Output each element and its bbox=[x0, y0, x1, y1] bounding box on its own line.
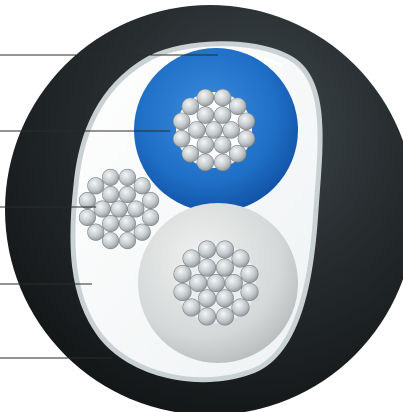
copper-strand bbox=[119, 169, 135, 185]
copper-strand bbox=[119, 232, 135, 248]
copper-strand bbox=[188, 122, 205, 139]
copper-strand bbox=[189, 274, 206, 291]
copper-strand bbox=[142, 209, 158, 225]
copper-strand bbox=[241, 265, 258, 282]
copper-strand bbox=[229, 98, 246, 115]
copper-strand bbox=[128, 201, 144, 217]
copper-strand bbox=[229, 145, 246, 162]
copper-strand bbox=[79, 192, 95, 208]
copper-strand bbox=[206, 122, 223, 139]
copper-strand bbox=[111, 201, 127, 217]
copper-strand bbox=[198, 259, 215, 276]
copper-strand bbox=[238, 113, 255, 130]
copper-strand bbox=[102, 215, 118, 231]
copper-strand bbox=[134, 178, 150, 194]
copper-strand bbox=[216, 259, 233, 276]
copper-strand bbox=[197, 136, 214, 153]
copper-strand bbox=[197, 89, 214, 106]
copper-strand bbox=[238, 130, 255, 147]
copper-strand bbox=[102, 186, 118, 202]
copper-strand bbox=[174, 283, 191, 300]
copper-strand bbox=[119, 215, 135, 231]
copper-strand bbox=[232, 299, 249, 316]
copper-strand bbox=[241, 283, 258, 300]
copper-strand bbox=[214, 136, 231, 153]
copper-strand bbox=[232, 250, 249, 267]
copper-strand bbox=[94, 201, 110, 217]
copper-strand bbox=[216, 290, 233, 307]
copper-strand bbox=[119, 186, 135, 202]
copper-strand bbox=[173, 113, 190, 130]
copper-strand bbox=[198, 290, 215, 307]
copper-strand bbox=[182, 145, 199, 162]
copper-strand bbox=[214, 107, 231, 124]
copper-strand bbox=[182, 98, 199, 115]
copper-strand bbox=[198, 241, 215, 258]
copper-strand bbox=[173, 130, 190, 147]
copper-strand bbox=[214, 89, 231, 106]
copper-strand bbox=[197, 154, 214, 171]
copper-strand bbox=[216, 308, 233, 325]
copper-strand bbox=[102, 169, 118, 185]
copper-strand bbox=[88, 178, 104, 194]
copper-strand bbox=[174, 265, 191, 282]
copper-strand bbox=[216, 241, 233, 258]
copper-strand bbox=[134, 224, 150, 240]
copper-strand bbox=[197, 107, 214, 124]
copper-strand bbox=[142, 192, 158, 208]
copper-strand bbox=[88, 224, 104, 240]
copper-strand bbox=[183, 250, 200, 267]
copper-strand bbox=[79, 209, 95, 225]
copper-strand bbox=[102, 232, 118, 248]
copper-strand bbox=[214, 154, 231, 171]
copper-strand bbox=[198, 308, 215, 325]
copper-strand bbox=[225, 274, 242, 291]
copper-strand bbox=[223, 122, 240, 139]
copper-strand bbox=[207, 274, 224, 291]
copper-strand bbox=[183, 299, 200, 316]
